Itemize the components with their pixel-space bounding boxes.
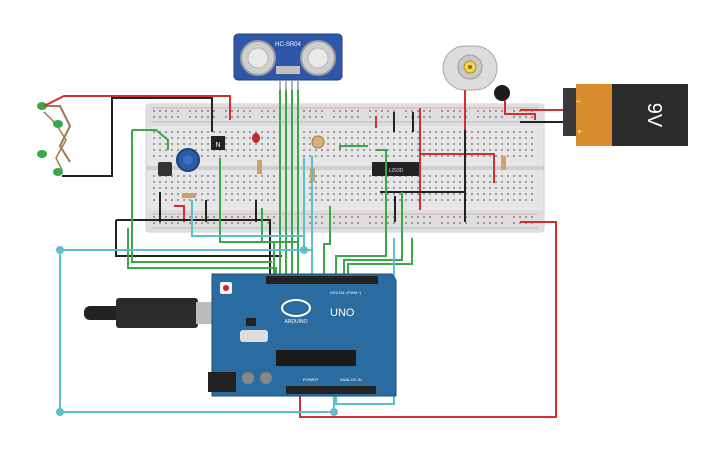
arduino-brand: ARDUINO <box>284 319 307 325</box>
buzzer[interactable] <box>494 85 510 101</box>
wires <box>43 90 563 418</box>
breadboard[interactable] <box>145 103 545 233</box>
battery-9v[interactable]: − + 9V <box>563 84 688 146</box>
dc-motor[interactable] <box>442 45 498 91</box>
microcontroller-chip <box>276 350 356 366</box>
resistor[interactable] <box>501 156 506 170</box>
potentiometer[interactable] <box>176 148 200 172</box>
transistor[interactable]: N <box>211 136 225 150</box>
battery-minus: − <box>576 97 581 106</box>
analog-header-label: ANALOG IN <box>340 377 362 382</box>
battery-plus: + <box>577 127 582 136</box>
motor-driver-label: L293D <box>389 168 404 174</box>
transistor-label: N <box>215 142 220 149</box>
arduino-uno[interactable]: ARDUINO UNO DIGITAL (PWM~) POWER ANALOG … <box>208 273 397 397</box>
red-led[interactable] <box>252 133 260 143</box>
battery-label: 9V <box>643 103 665 128</box>
power-header-label: POWER <box>303 377 318 382</box>
usb-cable[interactable] <box>84 298 222 328</box>
photoresistor[interactable] <box>311 135 325 149</box>
resistor[interactable] <box>182 193 196 198</box>
arduino-model: UNO <box>330 307 355 319</box>
arduino-logo-icon <box>281 299 311 317</box>
digital-header-label: DIGITAL (PWM~) <box>330 290 362 295</box>
motor-driver-ic[interactable]: L293D <box>372 162 420 176</box>
push-button[interactable] <box>158 162 172 176</box>
ultrasonic-sensor[interactable]: HC-SR04 <box>233 33 343 90</box>
led-array[interactable] <box>37 102 72 176</box>
ultrasonic-label: HC-SR04 <box>275 42 301 48</box>
resistor[interactable] <box>257 160 262 174</box>
